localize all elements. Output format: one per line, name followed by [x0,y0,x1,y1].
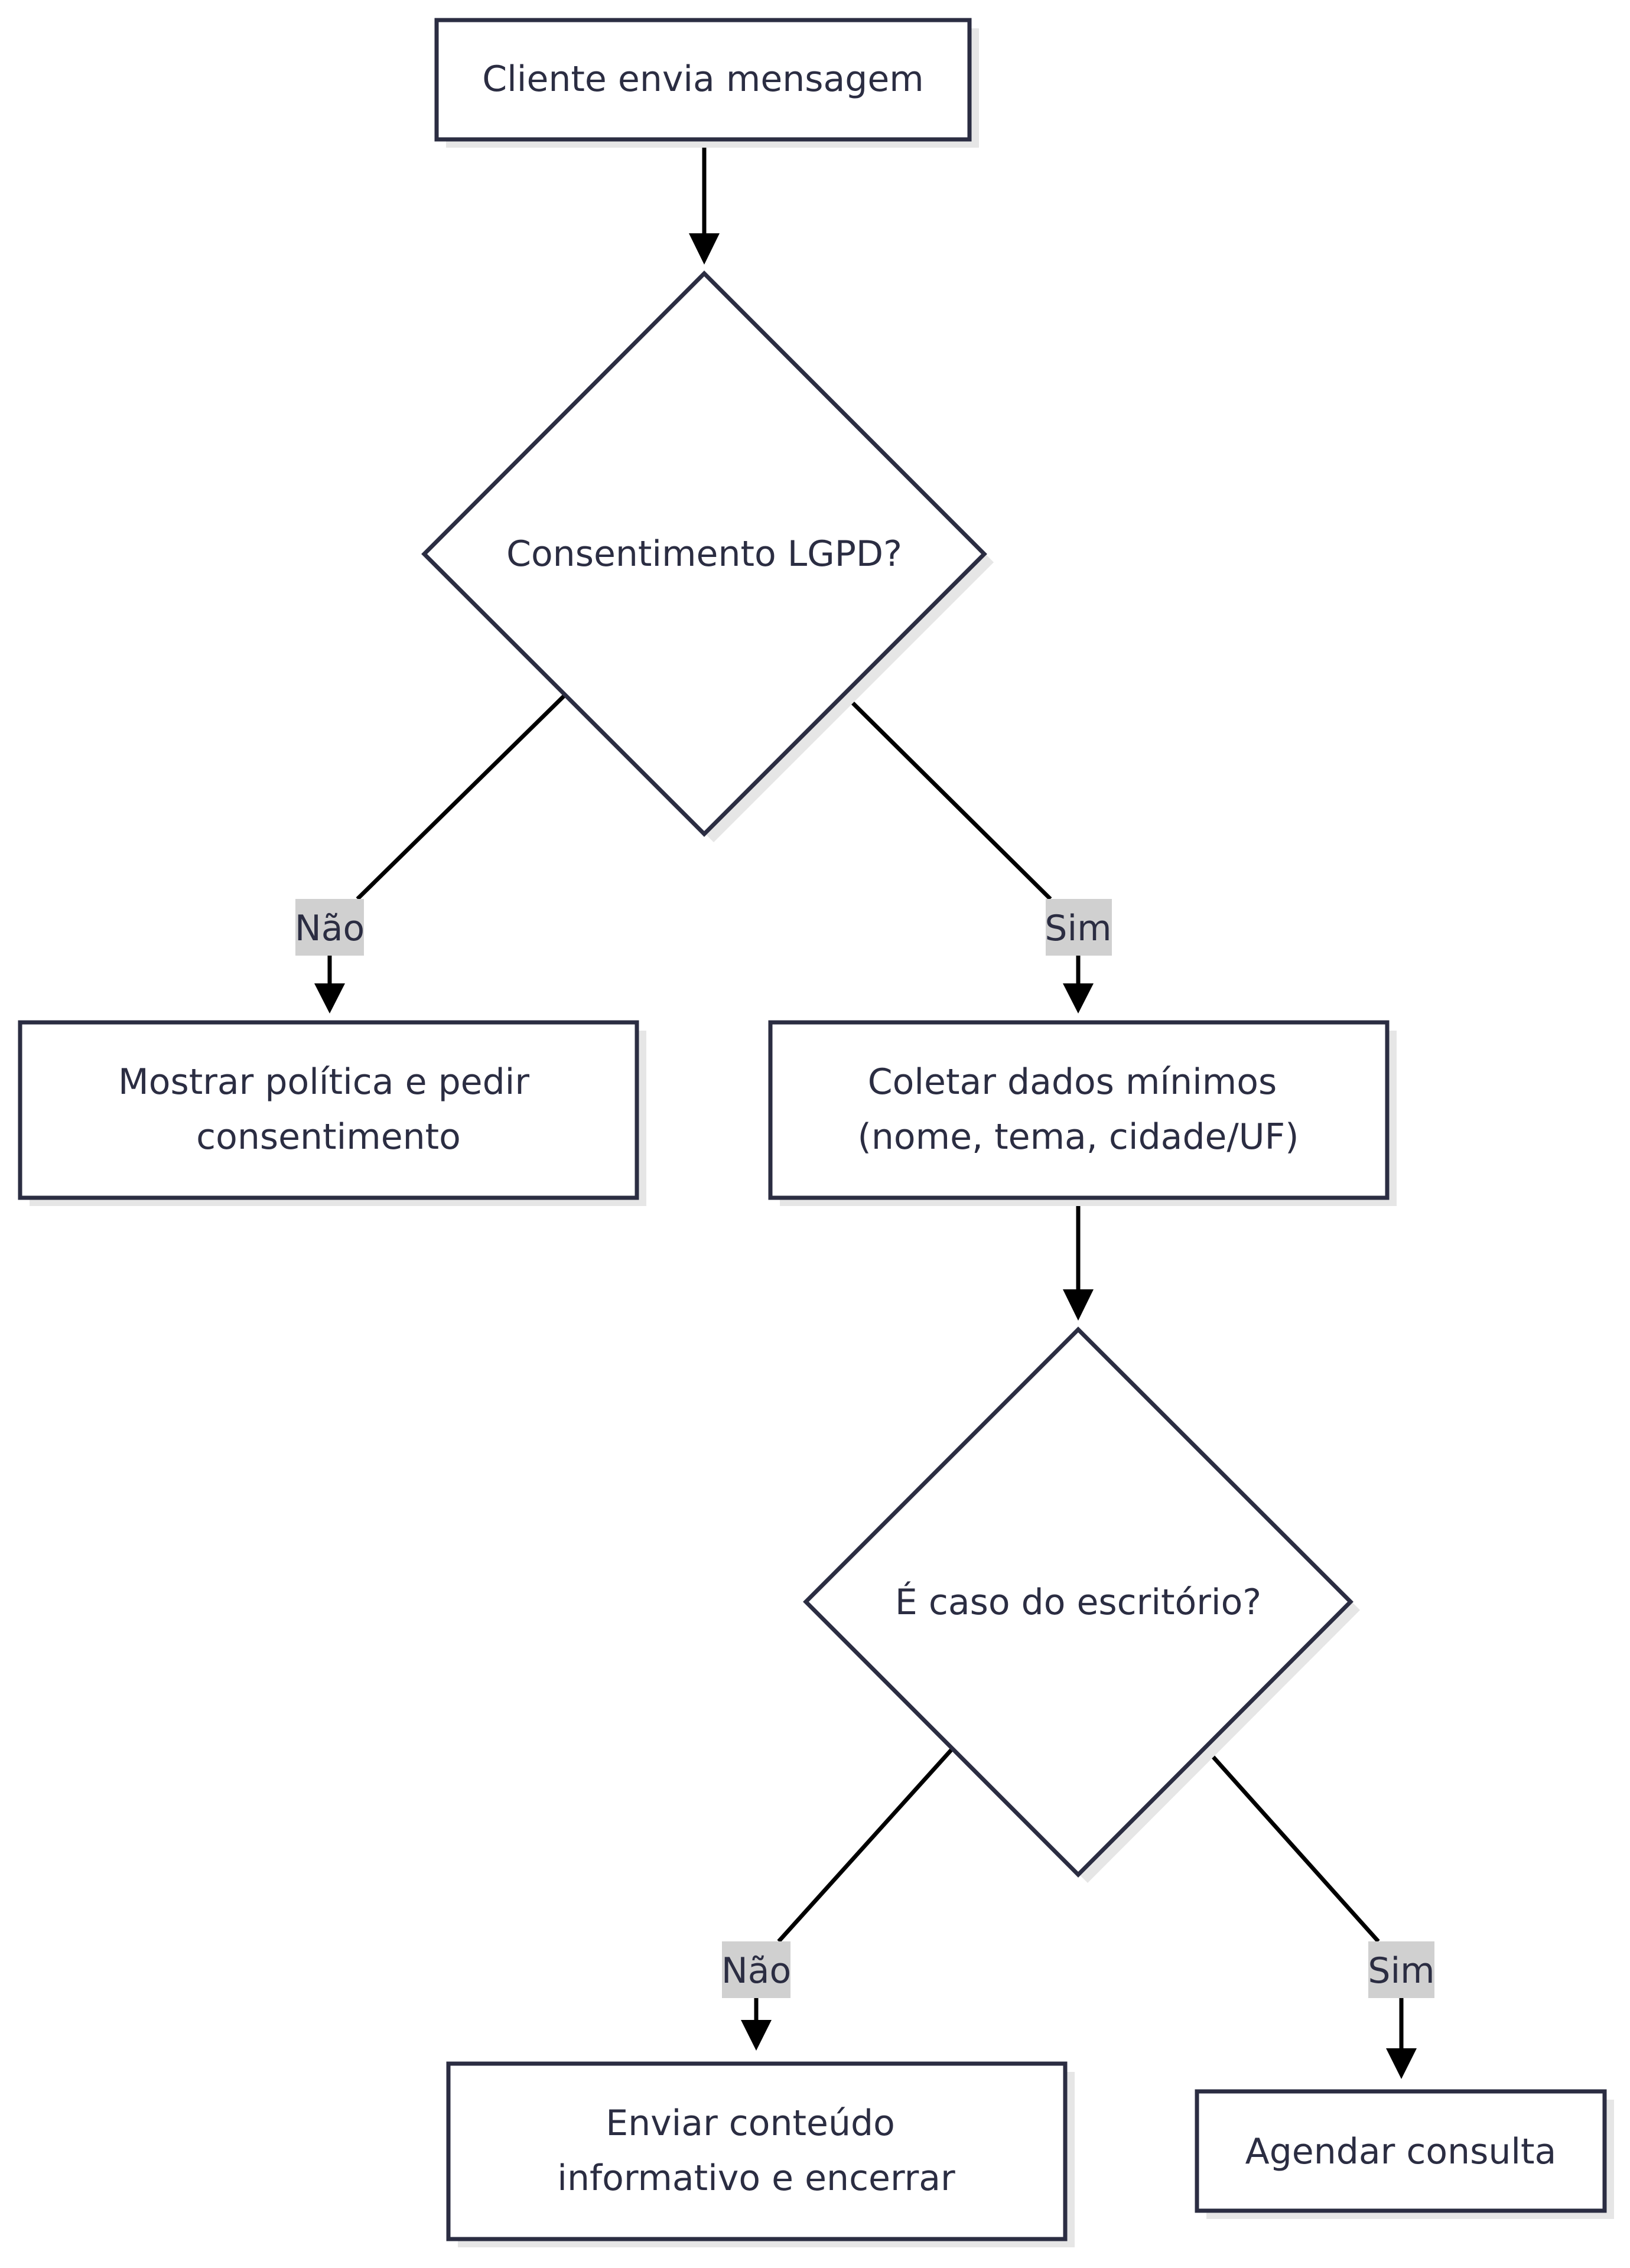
node-consent-label: Consentimento LGPD? [506,533,902,575]
node-start[interactable]: Cliente envia mensagem [434,18,979,148]
edge-label-consent-no: Não [295,899,365,956]
node-collect-line-1: Coletar dados mínimos [868,1061,1277,1103]
arrowhead [314,983,345,1014]
edge-label-text: Sim [1045,908,1111,949]
node-show-policy-line-1: Mostrar política e pedir [118,1061,529,1103]
arrowhead [689,233,720,265]
edge-label-text: Não [295,908,365,949]
node-is-case-decision[interactable]: É caso do escritório? [803,1327,1360,1883]
edges [314,141,1417,2079]
edge-is-case-to-send-info [777,1748,953,1943]
node-is-case-label: É caso do escritório? [895,1581,1261,1623]
edge-label-text: Sim [1368,1950,1434,1992]
arrowhead [741,2020,772,2051]
node-show-policy[interactable]: Mostrar política e pedir consentimento [18,1020,646,1206]
arrowhead [1063,983,1094,1014]
arrowhead [1063,1289,1094,1321]
edge-consent-to-collect [844,694,1052,901]
node-consent-decision[interactable]: Consentimento LGPD? [421,271,994,842]
edge-consent-to-show-policy [356,694,566,901]
node-send-info-line-1: Enviar conteúdo [606,2103,895,2144]
node-send-info[interactable]: Enviar conteúdo informativo e encerrar [446,2061,1075,2247]
node-show-policy-line-2: consentimento [196,1116,461,1158]
node-collect-data[interactable]: Coletar dados mínimos (nome, tema, cidad… [768,1020,1397,1206]
node-collect-line-2: (nome, tema, cidade/UF) [857,1116,1299,1158]
node-schedule[interactable]: Agendar consulta [1195,2089,1614,2219]
arrowhead [1386,2048,1417,2079]
edge-label-consent-yes: Sim [1045,899,1112,956]
edge-is-case-to-schedule [1205,1748,1380,1943]
node-send-info-line-2: informativo e encerrar [557,2158,955,2199]
edge-label-case-yes: Sim [1368,1941,1435,1998]
edge-label-case-no: Não [721,1941,791,1998]
edge-labels: Não Sim Não Sim [295,899,1435,1998]
node-start-label: Cliente envia mensagem [482,58,924,100]
node-schedule-label: Agendar consulta [1245,2131,1557,2172]
edge-label-text: Não [721,1950,791,1992]
nodes: Cliente envia mensagem Consentimento LGP… [18,18,1614,2247]
